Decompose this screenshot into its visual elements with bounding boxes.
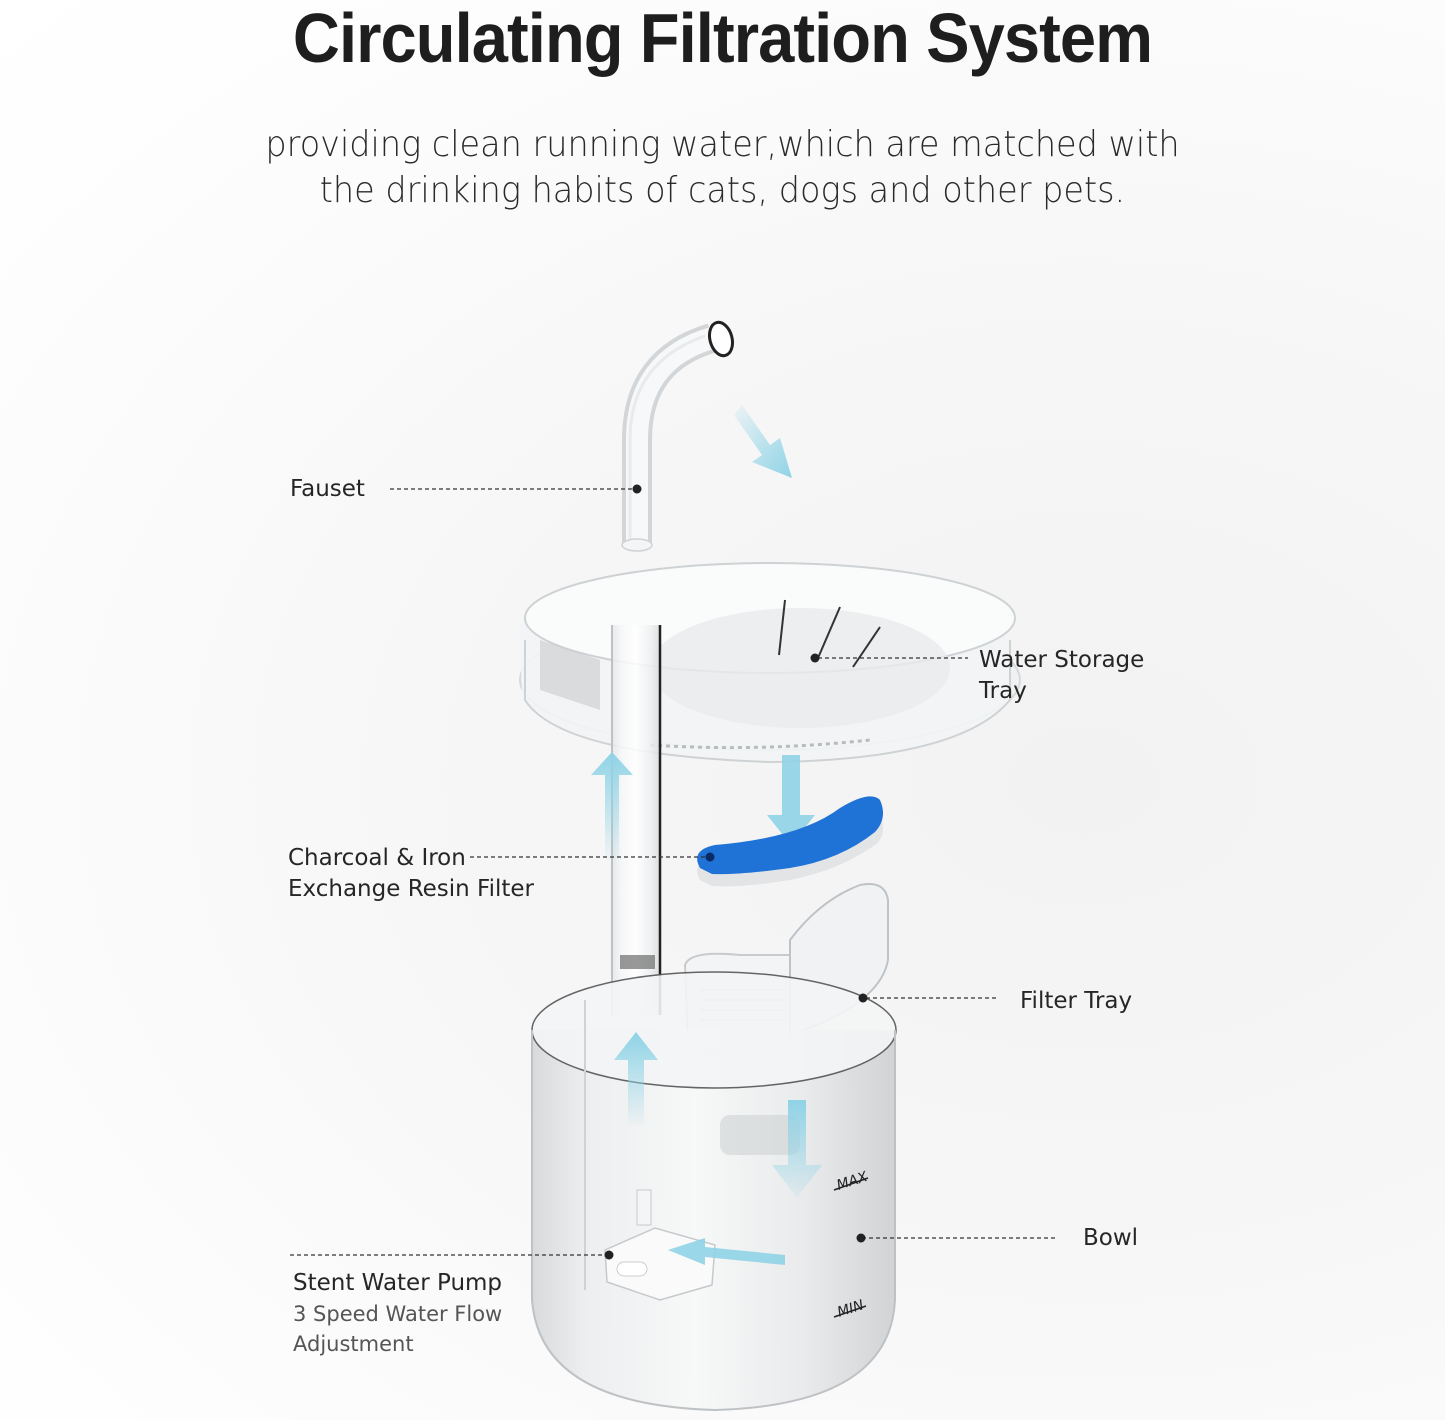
flow-arrow-down-lower — [772, 1100, 822, 1198]
pump-tube-part — [611, 625, 662, 1015]
anchor-dot-bowl — [856, 1233, 866, 1243]
water-storage-tray-part — [519, 562, 1021, 764]
label-water-storage-tray: Water Storage Tray — [979, 645, 1144, 707]
label-pump-detail-line2: Adjustment — [293, 1332, 414, 1356]
min-mark: MIN — [835, 1297, 866, 1321]
charcoal-filter-part — [697, 796, 884, 887]
label-water-storage-tray-line1: Water Storage — [979, 647, 1145, 673]
flow-arrow-up-upper — [591, 752, 633, 860]
label-fauset: Fauset — [290, 476, 365, 502]
label-filter-line1: Charcoal & Iron — [288, 845, 466, 871]
label-bowl: Bowl — [1083, 1225, 1139, 1251]
subtitle-line-2: the drinking habits of cats, dogs and ot… — [319, 170, 1126, 211]
anchor-dot-fauset — [632, 484, 642, 494]
anchor-dot-pump — [604, 1250, 614, 1260]
flow-arrow-down-upper — [767, 755, 815, 845]
page-subtitle: providing clean running water,which are … — [51, 122, 1395, 214]
label-pump-title: Stent Water Pump — [293, 1270, 503, 1296]
label-filter-tray: Filter Tray — [1020, 988, 1133, 1014]
flow-arrow-into-pump — [668, 1238, 785, 1265]
anchor-dot-filter — [705, 852, 715, 862]
anchor-dot-water-storage-tray — [810, 653, 820, 663]
page-title: Circulating Filtration System — [292, 0, 1153, 77]
label-filter: Charcoal & Iron Exchange Resin Filter — [288, 843, 534, 905]
label-pump: Stent Water Pump 3 Speed Water Flow Adju… — [293, 1268, 502, 1359]
label-filter-line2: Exchange Resin Filter — [288, 876, 535, 902]
faucet-part — [621, 320, 735, 552]
anchor-dot-filter-tray — [858, 993, 868, 1003]
flow-arrow-up-lower — [614, 1032, 658, 1125]
label-pump-detail-line1: 3 Speed Water Flow — [293, 1302, 503, 1326]
subtitle-line-1: providing clean running water,which are … — [265, 124, 1180, 165]
flow-arrow-top — [734, 405, 792, 478]
label-water-storage-tray-line2: Tray — [979, 678, 1027, 704]
